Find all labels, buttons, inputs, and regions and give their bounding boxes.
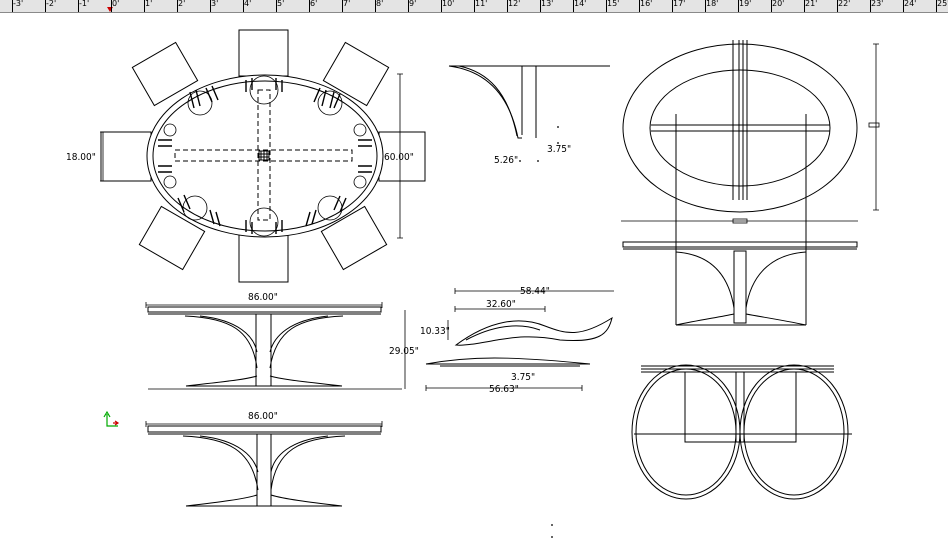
ruler-tick: [540, 0, 541, 12]
end-view-ellipses[interactable]: [631, 364, 852, 500]
ruler-label: 4': [244, 0, 252, 8]
origin-marker-icon: [107, 7, 113, 12]
dim-elev2-length: 86.00": [248, 411, 278, 422]
ruler-label: 6': [310, 0, 318, 8]
ruler-tick: [672, 0, 673, 12]
dim-elev-height: 29.05": [389, 346, 419, 357]
chair-top-left[interactable]: [131, 41, 199, 107]
chair-top-right[interactable]: [322, 41, 390, 107]
ruler-label: 23': [871, 0, 884, 8]
ruler-label: 8': [376, 0, 384, 8]
ruler-label: 21': [805, 0, 818, 8]
dim-plan-depth: 60.00": [384, 152, 414, 163]
ruler-label: 0': [112, 0, 120, 8]
ruler-tick: [705, 0, 706, 12]
ruler-tick: [738, 0, 739, 12]
ruler-tick: [573, 0, 574, 12]
ruler-label: 16': [640, 0, 653, 8]
ruler-tick: [837, 0, 838, 12]
axis-indicator-icon: [103, 410, 120, 427]
ruler-tick: [78, 0, 79, 12]
dim-base-bottom-width: 56.63": [489, 384, 519, 395]
ruler-tick: [771, 0, 772, 12]
ruler-label: 15': [607, 0, 620, 8]
ruler-tick: [276, 0, 277, 12]
ruler-tick: [111, 0, 112, 12]
dim-base-inner-width: 32.60": [486, 299, 516, 310]
ruler-label: 12': [508, 0, 521, 8]
dim-plan-width: 18.00": [66, 152, 96, 163]
ruler-label: 13': [541, 0, 554, 8]
table-side-elevation[interactable]: [145, 302, 406, 390]
ruler-tick: [177, 0, 178, 12]
ruler-tick: [804, 0, 805, 12]
chair-top[interactable]: [238, 29, 289, 77]
ruler-label: 10': [442, 0, 455, 8]
ruler-label: 5': [277, 0, 285, 8]
ruler-tick: [375, 0, 376, 12]
chair-bottom-right[interactable]: [320, 205, 388, 271]
ruler-tick: [210, 0, 211, 12]
ruler-label: 17': [673, 0, 686, 8]
ruler-label: 18': [706, 0, 719, 8]
ruler-tick: [606, 0, 607, 12]
dim-elev-length: 86.00": [248, 292, 278, 303]
ruler-tick: [639, 0, 640, 12]
ruler-tick: [507, 0, 508, 12]
dim-base-height: 10.33": [420, 326, 450, 337]
ruler-label: 25': [937, 0, 948, 8]
dim-base-top-width: 58.44": [520, 286, 550, 297]
top-ruler[interactable]: -3' -2' -1' 0' 1' 2' 3' 4' 5' 6' 7' 8' 9' 10' 11' 12' 13…: [0, 0, 948, 13]
chair-bottom[interactable]: [238, 233, 289, 283]
dim-detail-a: 3.75": [547, 144, 571, 155]
ruler-label: 24': [904, 0, 917, 8]
ruler-tick: [45, 0, 46, 12]
ruler-label: -2': [46, 0, 57, 8]
ruler-label: -3': [13, 0, 24, 8]
ruler-tick: [903, 0, 904, 12]
oval-top-view[interactable]: [621, 40, 880, 325]
ruler-label: 1': [145, 0, 153, 8]
ruler-label: -1': [79, 0, 90, 8]
base-profile[interactable]: [425, 288, 614, 391]
table-plan-view[interactable]: [100, 29, 426, 283]
dim-base-thickness: 3.75": [511, 372, 535, 383]
ruler-tick: [441, 0, 442, 12]
table-front-elevation[interactable]: [145, 421, 383, 507]
ruler-label: 9': [409, 0, 417, 8]
chair-bottom-left[interactable]: [138, 205, 206, 271]
chair-left[interactable]: [100, 131, 152, 182]
ruler-label: 11': [475, 0, 488, 8]
ruler-label: 14': [574, 0, 587, 8]
ruler-tick: [936, 0, 937, 12]
ruler-label: 2': [178, 0, 186, 8]
ruler-tick: [309, 0, 310, 12]
ruler-label: 7': [343, 0, 351, 8]
ruler-tick: [342, 0, 343, 12]
ruler-label: 22': [838, 0, 851, 8]
leg-detail[interactable]: [448, 65, 610, 162]
ruler-tick: [408, 0, 409, 12]
ruler-label: 3': [211, 0, 219, 8]
right-side-elevation[interactable]: [622, 241, 858, 326]
ruler-label: 20': [772, 0, 785, 8]
dim-detail-b: 5.26": [494, 155, 518, 166]
ruler-tick: [12, 0, 13, 12]
ruler-tick: [474, 0, 475, 12]
ruler-label: 19': [739, 0, 752, 8]
drawing-canvas[interactable]: 18.00" 60.00" 3.75" 5.26" 86.00": [0, 13, 948, 553]
ruler-tick: [144, 0, 145, 12]
table-top-outline[interactable]: [146, 74, 384, 238]
ruler-tick: [870, 0, 871, 12]
ruler-tick: [243, 0, 244, 12]
